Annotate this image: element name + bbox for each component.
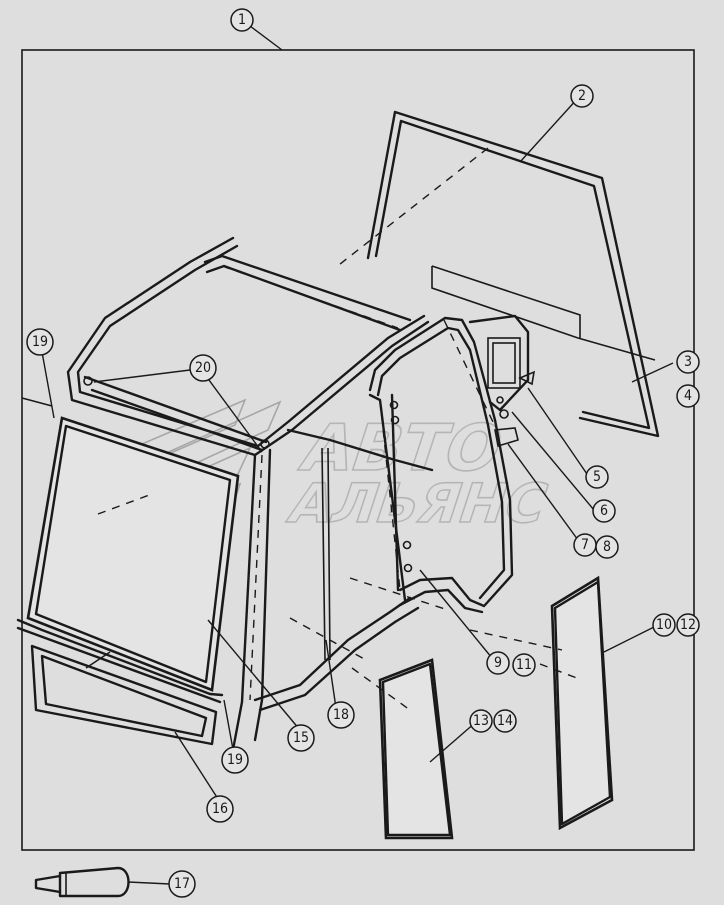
callout-18-label: 18 [333, 707, 349, 723]
callout-18: 18 [327, 701, 355, 729]
part-rear-glass [334, 110, 660, 438]
callout-7-label: 7 [581, 537, 589, 553]
callout-5-label: 5 [593, 469, 601, 485]
callout-19-top-label: 19 [32, 334, 48, 350]
part-lower-windshield [30, 644, 218, 746]
callout-17-label: 17 [174, 876, 190, 892]
part-door-glass [289, 577, 563, 840]
callout-6: 6 [592, 499, 616, 523]
callout-10: 10 [652, 613, 676, 637]
callout-19-bottom: 19 [221, 746, 249, 774]
callout-19-bottom-label: 19 [227, 752, 243, 768]
callout-11-label: 11 [516, 657, 532, 673]
leader-lines [41, 25, 674, 803]
callout-2: 2 [570, 84, 594, 108]
callout-19-top: 19 [26, 328, 54, 356]
callout-2-label: 2 [578, 88, 586, 104]
callout-16: 16 [206, 795, 234, 823]
callout-13: 13 [469, 709, 493, 733]
diagram-frame [21, 49, 695, 851]
callout-20-label: 20 [195, 360, 211, 376]
callout-9: 9 [486, 651, 510, 675]
callout-8: 8 [595, 535, 619, 559]
callout-8-label: 8 [603, 539, 611, 555]
callout-14-label: 14 [497, 713, 513, 729]
callout-16-label: 16 [212, 801, 228, 817]
callout-15-label: 15 [293, 730, 309, 746]
callout-5: 5 [585, 465, 609, 489]
part-sealant-tube [34, 866, 171, 898]
callout-3: 3 [676, 350, 700, 374]
callout-15: 15 [287, 724, 315, 752]
callout-17: 17 [168, 870, 196, 898]
callout-9-label: 9 [494, 655, 502, 671]
callout-10-label: 10 [656, 617, 672, 633]
callout-20: 20 [189, 354, 217, 382]
callout-12: 12 [676, 613, 700, 637]
callout-4-label: 4 [684, 388, 692, 404]
callout-14: 14 [493, 709, 517, 733]
callout-13-label: 13 [473, 713, 489, 729]
callout-1-label: 1 [238, 12, 246, 28]
part-side-glass-right [539, 575, 614, 831]
callout-3-label: 3 [684, 354, 692, 370]
callout-6-label: 6 [600, 503, 608, 519]
callout-11: 11 [512, 653, 536, 677]
part-cab-frame [66, 236, 536, 757]
part-windshield [16, 397, 240, 704]
callout-1: 1 [230, 8, 254, 32]
callout-7: 7 [573, 533, 597, 557]
callout-4: 4 [676, 384, 700, 408]
callout-12-label: 12 [680, 617, 696, 633]
